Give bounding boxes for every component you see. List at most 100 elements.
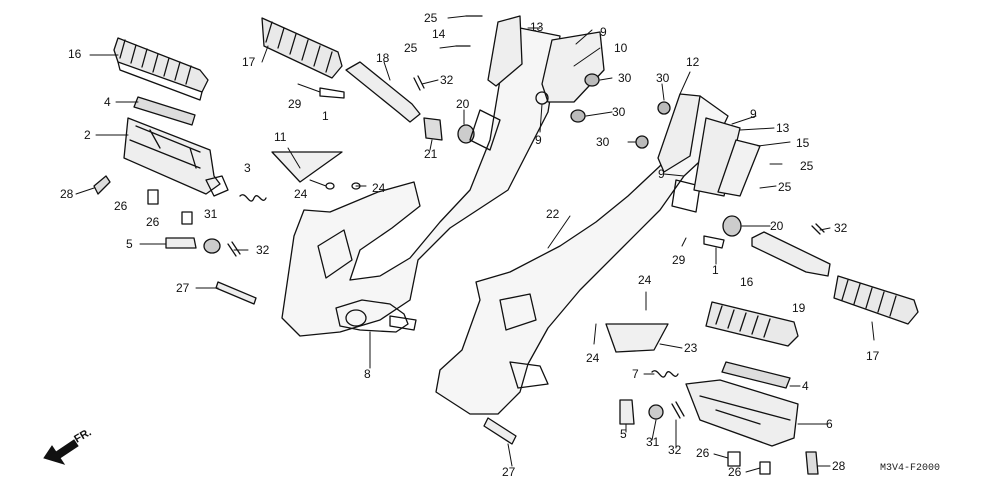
callout-18: 18 [376,51,390,65]
callout-10: 10 [614,41,628,55]
pin-5-right [619,399,635,425]
callout-25: 25 [778,180,792,194]
callout-9: 9 [750,107,757,121]
right-footpeg-rubber [705,301,799,347]
callout-22: 22 [546,207,560,221]
callout-4: 4 [802,379,809,393]
callout-29: 29 [672,253,686,267]
callout-9: 9 [600,25,607,39]
callout-20: 20 [456,97,470,111]
callout-26: 26 [114,199,128,213]
callout-16: 16 [740,275,754,289]
bolt-26-d [759,461,771,475]
callout-24: 24 [294,187,308,201]
callout-20: 20 [770,219,784,233]
callout-15: 15 [796,136,810,150]
callout-3: 3 [244,161,251,175]
callout-25: 25 [404,41,418,55]
callout-5: 5 [126,237,133,251]
leader-lines [75,15,875,473]
callout-26: 26 [146,215,160,229]
callout-12: 12 [686,55,700,69]
callout-8: 8 [364,367,371,381]
callout-13: 13 [776,121,790,135]
bolt-26-b [181,211,193,225]
pin-1-upper [319,87,345,99]
spring [239,194,267,202]
right-footpeg-holder [685,379,799,447]
callout-32: 32 [834,221,848,235]
callout-32: 32 [256,243,270,257]
callout-14: 14 [432,27,446,41]
footpeg-plate-right [721,361,791,389]
callout-32: 32 [440,73,454,87]
callout-30: 30 [618,71,632,85]
callout-24: 24 [372,181,386,195]
callout-26: 26 [696,446,710,460]
pin-5-left [165,237,197,249]
callout-30: 30 [656,71,670,85]
callout-23: 23 [684,341,698,355]
callout-25: 25 [424,11,438,25]
callout-31: 31 [646,435,660,449]
left-rear-footpeg-rubber [261,17,343,79]
callout-26: 26 [728,465,742,479]
mount-plate-13-left [487,15,523,87]
callout-32: 32 [668,443,682,457]
bracket-18-right [751,231,831,277]
callout-19: 19 [792,301,806,315]
callout-7: 7 [632,367,639,381]
washer-31-left [203,238,221,254]
mount-plate-15 [717,139,761,197]
pin-1-right [703,235,725,249]
callout-31: 31 [204,207,218,221]
bolt-26-c [727,451,741,467]
right-step-bracket [435,95,729,415]
left-step-bracket [281,27,561,337]
callout-21: 21 [424,147,438,161]
bolt-26-a [147,189,159,205]
callout-28: 28 [832,459,846,473]
bolt-27-right [483,417,517,445]
mount-plate-10 [541,31,605,103]
guard-plate-11 [271,151,343,183]
callout-9: 9 [535,133,542,147]
spring-right [651,370,679,378]
bracket-18 [345,61,421,123]
callout-1: 1 [322,109,329,123]
cotter-32-right [671,401,685,419]
callout-28: 28 [60,187,74,201]
callout-24: 24 [638,273,652,287]
left-footpeg-rubber [113,37,209,101]
left-footpeg-holder [123,117,229,197]
callout-5: 5 [620,427,627,441]
callout-27: 27 [502,465,516,479]
washer-31-right [648,404,664,420]
collar-21 [423,117,443,141]
bolt-27-left [215,281,257,305]
callout-17: 17 [866,349,880,363]
right-rear-footpeg-rubber [833,275,919,325]
callout-29: 29 [288,97,302,111]
callout-27: 27 [176,281,190,295]
callout-17: 17 [242,55,256,69]
washer-20-right [722,215,742,237]
callout-4: 4 [104,95,111,109]
cotter-32-left [227,241,241,257]
callout-11: 11 [274,130,287,144]
callout-6: 6 [826,417,833,431]
callout-9: 9 [658,167,665,181]
bolt-28-left [93,175,111,195]
callout-30: 30 [596,135,610,149]
callout-1: 1 [712,263,719,277]
mount-plate-12 [657,93,701,173]
callout-24: 24 [586,351,600,365]
callout-16: 16 [68,47,82,61]
diagram-code: M3V4-F2000 [880,463,941,474]
callout-13: 13 [530,20,544,34]
heel-guard-23 [605,323,669,353]
front-direction-arrow [43,439,79,465]
bolt-28-right [805,451,819,475]
